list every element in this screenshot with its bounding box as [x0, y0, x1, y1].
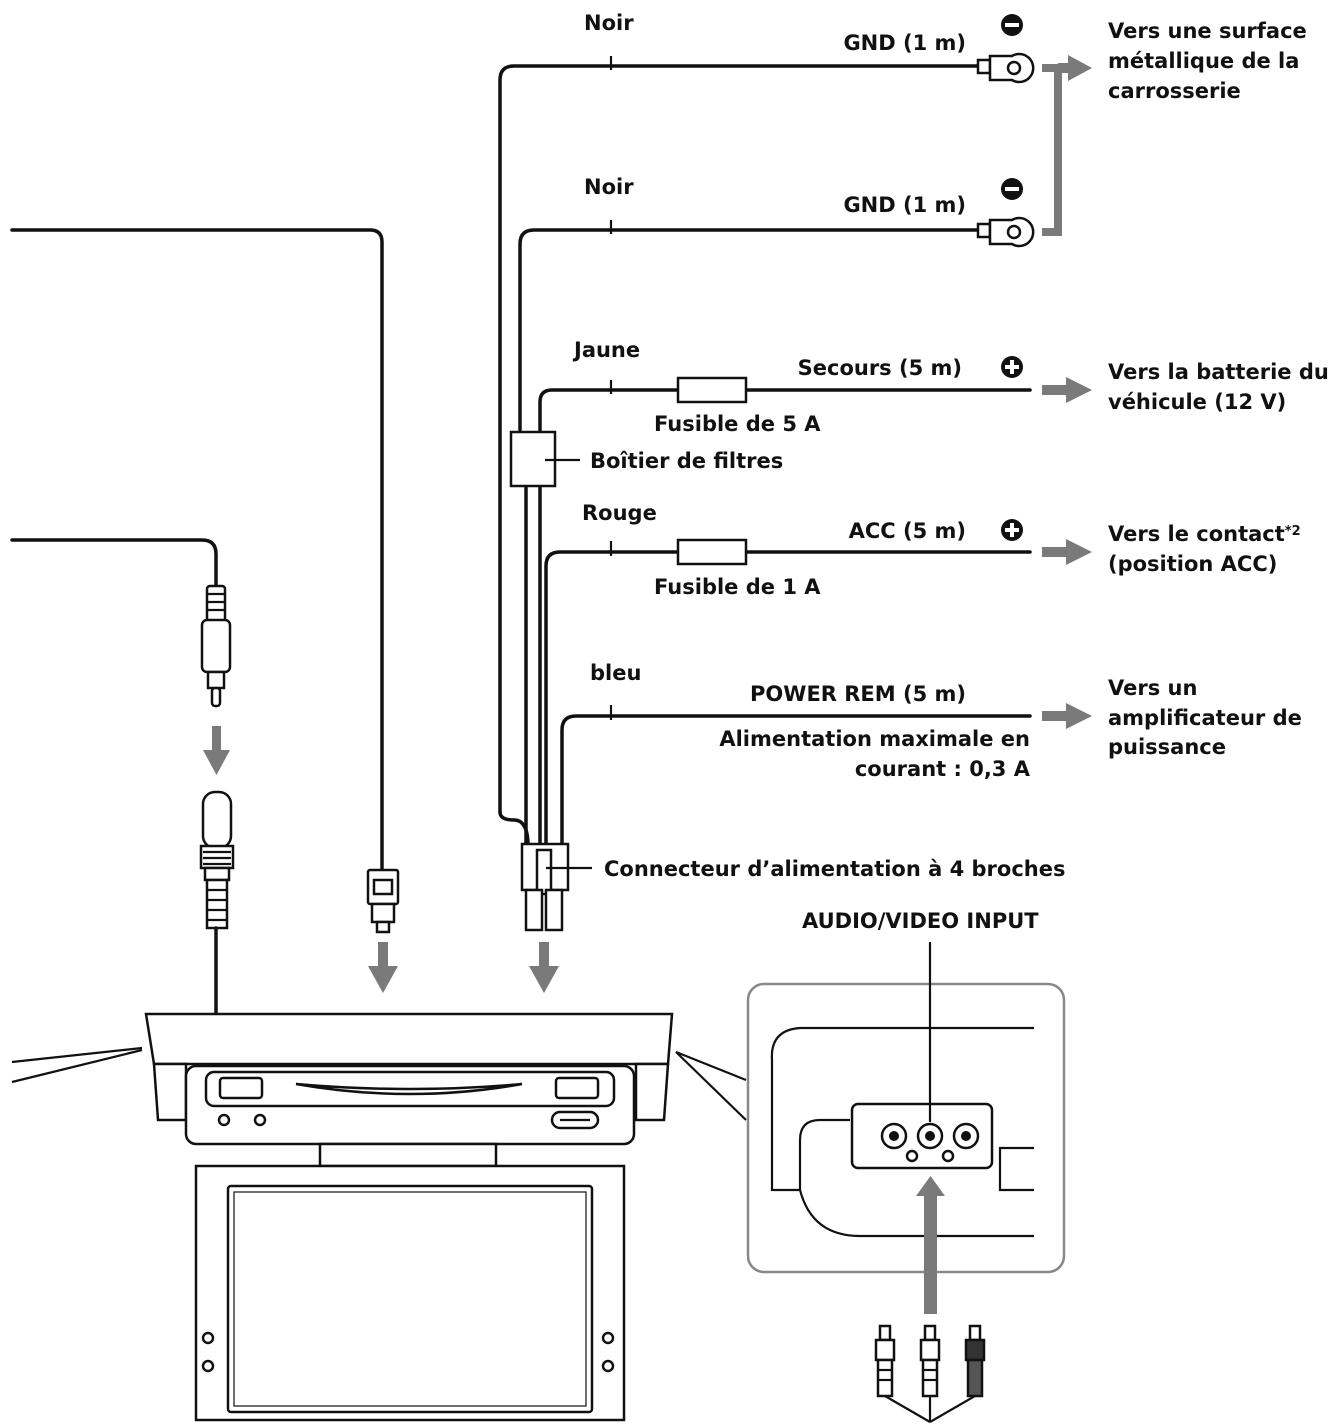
arrow-right-icon — [1042, 377, 1092, 403]
fuse-icon — [676, 376, 748, 404]
plus-terminal-icon — [1001, 519, 1023, 541]
chassis-dest-line2: métallique de la — [1108, 49, 1299, 73]
arrow-down-icon — [203, 726, 230, 775]
power-rem-color-label: bleu — [590, 661, 641, 685]
arrow-right-icon — [1058, 55, 1092, 81]
gnd-lead — [498, 810, 530, 848]
power-connector-label: Connecteur d’alimentation à 4 broches — [604, 857, 1065, 881]
ignition-note-mark: *2 — [1285, 524, 1301, 539]
amp-dest-line1: Vers un — [1108, 676, 1197, 700]
minus-terminal-icon — [1001, 178, 1023, 200]
power-rem-note-line1: Alimentation maximale en — [719, 727, 1030, 751]
rca-plug-icon — [919, 1324, 941, 1398]
amp-dest-line2: amplificateur de — [1108, 706, 1302, 730]
gnd-bottom-color-label: Noir — [584, 175, 634, 199]
amp-dest-line3: puissance — [1108, 735, 1226, 759]
monitor-unit — [144, 1012, 674, 1422]
acc-name-label: ACC (5 m) — [849, 519, 966, 543]
arrow-down-icon — [529, 942, 559, 993]
power-rem-wire — [560, 714, 1032, 848]
arrow-up-icon — [916, 1176, 945, 1314]
plus-terminal-icon — [1001, 356, 1023, 378]
acc-fuse-label: Fusible de 1 A — [654, 575, 821, 599]
gnd-wire-top — [498, 64, 982, 814]
left-cable-top — [10, 228, 384, 872]
av-input-label: AUDIO/VIDEO INPUT — [802, 909, 1039, 933]
ignition-dest-line2: (position ACC) — [1108, 552, 1277, 576]
gnd-top-color-label: Noir — [584, 11, 634, 35]
av-input-inset — [746, 982, 1066, 1274]
gnd-bottom-name-label: GND (1 m) — [843, 193, 966, 217]
gnd-wire-bottom — [518, 228, 982, 432]
chassis-bracket — [1042, 64, 1062, 236]
filter-box-label: Boîtier de filtres — [590, 449, 783, 473]
gnd-top-name-label: GND (1 m) — [843, 31, 966, 55]
chassis-dest-line1: Vers une surface — [1108, 19, 1307, 43]
fuse-icon — [676, 538, 748, 566]
backup-wire — [538, 388, 1032, 432]
left-cable-middle — [10, 538, 218, 592]
ignition-dest-line1: Vers le contact*2 — [1108, 522, 1301, 546]
backup-fuse-label: Fusible de 5 A — [654, 412, 821, 436]
ring-terminal-icon — [976, 52, 1035, 84]
arrow-right-icon — [1042, 539, 1092, 565]
power-rem-note-line2: courant : 0,3 A — [855, 757, 1031, 781]
battery-dest-line1: Vers la batterie du — [1108, 360, 1329, 384]
power-rem-name-label: POWER REM (5 m) — [750, 682, 966, 706]
power-connector — [520, 842, 592, 932]
chassis-dest-line3: carrosserie — [1108, 79, 1241, 103]
acc-wire — [544, 550, 1032, 848]
mini-plug-icon — [200, 584, 232, 708]
minus-terminal-icon — [1001, 14, 1023, 36]
arrow-down-icon — [368, 942, 398, 993]
backup-name-label: Secours (5 m) — [798, 356, 962, 380]
optical-plug-icon — [366, 868, 400, 934]
mini-jack-socket — [199, 790, 235, 930]
acc-color-label: Rouge — [582, 501, 657, 525]
backup-color-label: Jaune — [572, 338, 640, 362]
rca-plug-icon — [874, 1324, 896, 1398]
ring-terminal-icon — [976, 216, 1035, 248]
battery-dest-line2: véhicule (12 V) — [1108, 390, 1286, 414]
rca-plug-icon — [964, 1324, 986, 1398]
arrow-right-icon — [1042, 703, 1092, 729]
